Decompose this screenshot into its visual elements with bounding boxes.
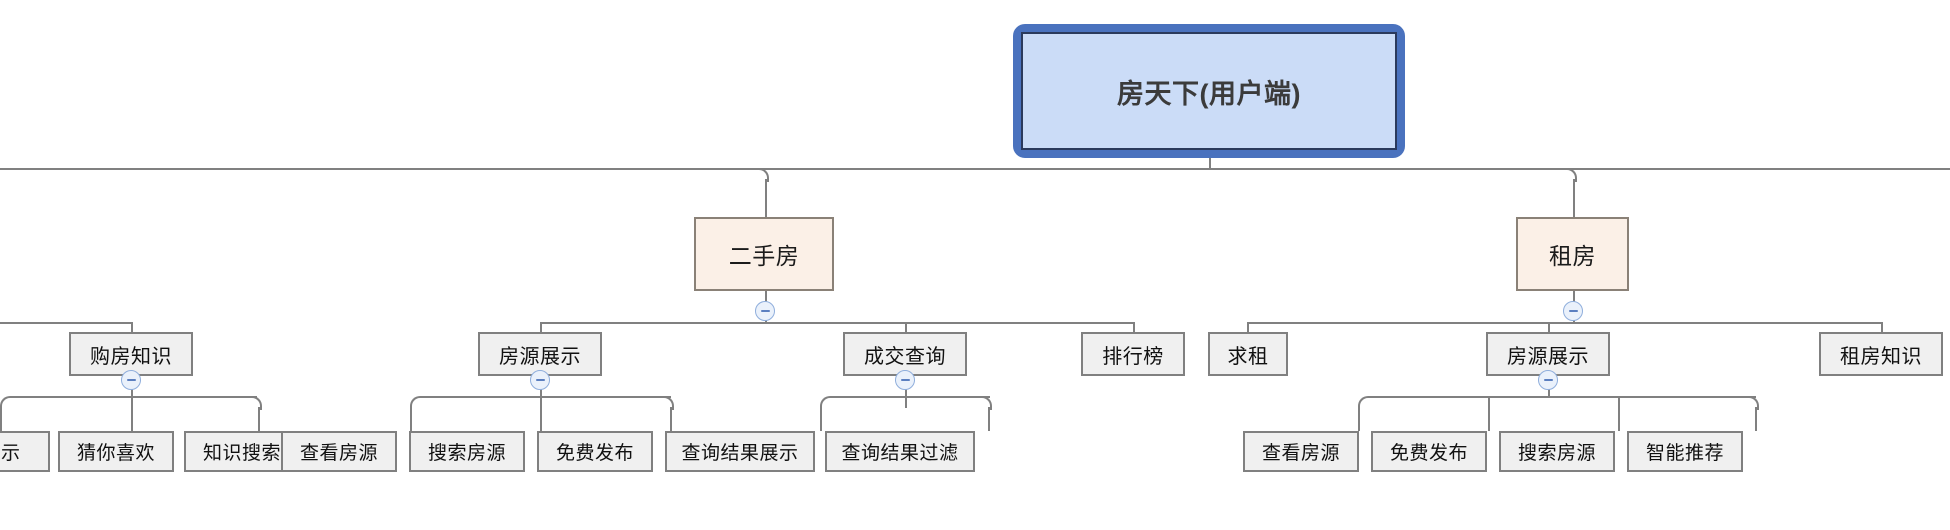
- connector-elbow-zhishisousuo: [248, 396, 262, 410]
- connector-fyzsB-bus: [1368, 396, 1756, 398]
- connector-caiNiXihuan-stem: [131, 396, 133, 431]
- connector-elbow-zufang: [1563, 168, 1577, 182]
- node-chaxunjieguoguolv[interactable]: 查询结果过滤: [825, 431, 975, 472]
- collapse-minus-icon-zufang[interactable]: [1563, 301, 1583, 321]
- connector-zhineng-stem: [1755, 407, 1757, 431]
- node-mianfeifabu-a[interactable]: 免费发布: [537, 431, 653, 472]
- connector-elbow-cjgzs: [820, 396, 834, 410]
- connector-elbow-cjggl: [978, 396, 992, 410]
- collapse-minus-icon-chengjiaochaxun[interactable]: [895, 370, 915, 390]
- node-ershoufang[interactable]: 二手房: [694, 217, 834, 291]
- connector-chakan-b-stem: [1358, 407, 1360, 431]
- connector-elbow-mianfei-a: [660, 396, 674, 410]
- node-root-label: 房天下(用户端): [1021, 32, 1397, 150]
- node-zufang[interactable]: 租房: [1516, 217, 1629, 291]
- minus-glyph: [126, 379, 136, 381]
- node-sousuofangyuan-a[interactable]: 搜索房源: [409, 431, 525, 472]
- connector-cjgzs-stem: [820, 407, 822, 431]
- node-qiuzu[interactable]: 求租: [1208, 332, 1288, 376]
- node-zhishisousuo[interactable]: 知识搜索: [184, 431, 300, 472]
- collapse-minus-icon-goufangzhishi[interactable]: [121, 370, 141, 390]
- minus-glyph: [1568, 310, 1578, 312]
- connector-zufang-stem: [1573, 179, 1575, 217]
- node-paihangbang[interactable]: 排行榜: [1081, 332, 1185, 376]
- minus-glyph: [1543, 379, 1553, 381]
- node-root[interactable]: 房天下(用户端): [1013, 24, 1405, 158]
- collapse-minus-icon-fangyuanzhanshi-b[interactable]: [1538, 370, 1558, 390]
- node-zhinengtuijian[interactable]: 智能推荐: [1627, 431, 1743, 472]
- connector-sousuo-b-stem: [1618, 396, 1620, 431]
- connector-fyzsA-bus: [420, 396, 671, 398]
- connector-sousuo-a-stem: [540, 396, 542, 431]
- connector-cjggl-stem: [988, 407, 990, 431]
- connector-zhishisousuo-stem: [258, 407, 260, 431]
- node-chaxunjieguozhanshi[interactable]: 查询结果展示: [665, 431, 815, 472]
- connector-mianfei-a-stem: [670, 407, 672, 431]
- connector-ershoufang-bus: [540, 322, 1135, 324]
- connector-level2-bus: [0, 168, 1950, 170]
- minus-glyph: [760, 310, 770, 312]
- connector-goufangzhishi-bus: [10, 396, 257, 398]
- connector-zufang-bus: [1247, 322, 1883, 324]
- connector-elbow-zhinengtuijian: [1745, 396, 1759, 410]
- node-sousuofangyuan-b[interactable]: 搜索房源: [1499, 431, 1615, 472]
- connector-elbow-zhanshi: [0, 396, 14, 410]
- collapse-minus-icon-ershoufang[interactable]: [755, 301, 775, 321]
- connector-zufang-down: [1573, 291, 1575, 303]
- connector-offscreen-left-bus: [0, 322, 131, 324]
- node-zhanshi[interactable]: 展示: [0, 431, 50, 472]
- connector-zhanshi-stem: [0, 407, 2, 431]
- connector-chakan-a-stem: [410, 407, 412, 431]
- node-fangyuanzhanshi-a[interactable]: 房源展示: [478, 332, 602, 376]
- connector-ershoufang-down: [765, 291, 767, 303]
- connector-ershoufang-stem: [765, 179, 767, 217]
- node-mianfeifabu-b[interactable]: 免费发布: [1371, 431, 1487, 472]
- connector-elbow-chakan-b: [1358, 396, 1372, 410]
- minus-glyph: [900, 379, 910, 381]
- node-goufangzhishi[interactable]: 购房知识: [69, 332, 193, 376]
- node-cainixihuan[interactable]: 猜你喜欢: [58, 431, 174, 472]
- connector-root-stem: [1209, 158, 1211, 169]
- connector-cjcx-center-stem: [905, 396, 907, 408]
- node-chakanfangyuan-b[interactable]: 查看房源: [1243, 431, 1359, 472]
- node-chakanfangyuan-a[interactable]: 查看房源: [281, 431, 397, 472]
- connector-elbow-chakan-a: [410, 396, 424, 410]
- connector-mianfei-b-stem: [1488, 396, 1490, 431]
- connector-elbow-ershoufang: [755, 168, 769, 182]
- connector-cjcx-bus: [830, 396, 990, 398]
- minus-glyph: [535, 379, 545, 381]
- collapse-minus-icon-fangyuanzhanshi-a[interactable]: [530, 370, 550, 390]
- node-zufangzhishi[interactable]: 租房知识: [1819, 332, 1943, 376]
